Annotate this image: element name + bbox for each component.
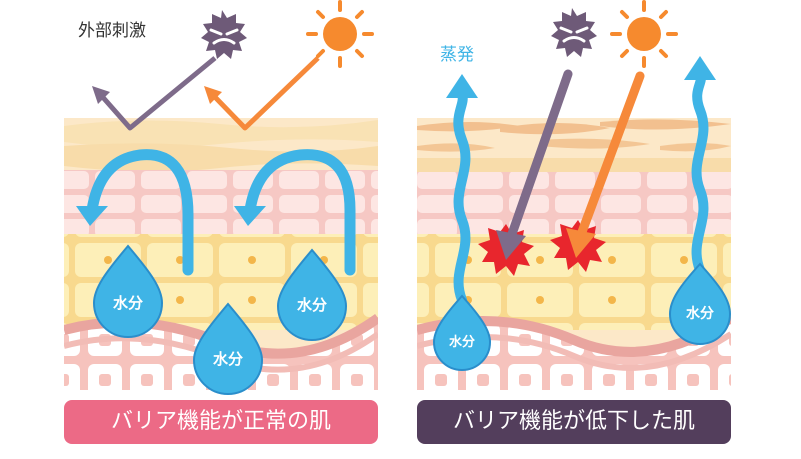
evaporation-arrow-left [446, 74, 478, 305]
water-drop-icon: 水分 [92, 244, 164, 338]
water-drop-icon: 水分 [192, 302, 264, 395]
drop-label: 水分 [113, 294, 143, 312]
retained-water-arrow-right [234, 149, 356, 276]
water-drop-icon: 水分 [668, 262, 732, 345]
drop-label: 水分 [449, 334, 475, 350]
reflected-virus-arrow [92, 56, 217, 131]
water-drop-icon: 水分 [276, 248, 348, 341]
drop-label: 水分 [213, 350, 243, 368]
water-drop-icon: 水分 [432, 294, 492, 371]
retained-water-arrow-left [76, 149, 194, 276]
virus-icon [551, 8, 597, 57]
evaporation-arrow-right [684, 56, 716, 275]
caption-damaged-barrier: バリア機能が低下した肌 [417, 400, 731, 444]
sun-icon [610, 0, 678, 68]
drop-label: 水分 [297, 296, 327, 314]
reflected-sun-arrow [204, 56, 320, 131]
drop-label: 水分 [686, 305, 714, 322]
penetrating-virus-arrow [496, 69, 573, 260]
evaporation-label: 蒸発 [440, 45, 474, 65]
external-stimulus-label: 外部刺激 [78, 21, 146, 41]
caption-normal-barrier: バリア機能が正常の肌 [64, 400, 378, 444]
sun-icon [306, 0, 374, 68]
penetrating-sun-arrow [566, 71, 645, 258]
virus-icon [201, 10, 247, 59]
